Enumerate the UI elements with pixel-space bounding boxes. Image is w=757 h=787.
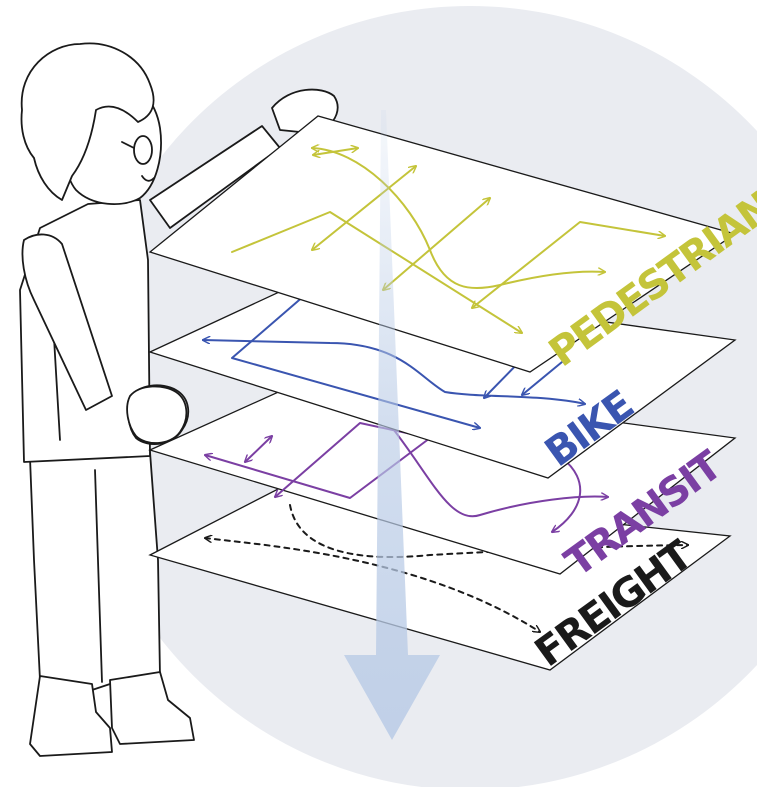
person-figure xyxy=(19,42,339,757)
person-hand xyxy=(126,385,188,444)
transit-route-3 xyxy=(389,424,608,518)
bike-route-1 xyxy=(202,340,585,404)
freight-route-2 xyxy=(289,504,689,559)
transit-route-2 xyxy=(245,436,272,462)
downward-arrow xyxy=(344,110,440,740)
bike-route-4 xyxy=(522,361,563,395)
pedestrian-route-6 xyxy=(472,221,665,308)
pedestrian-route-5 xyxy=(313,148,358,155)
transit-route-4 xyxy=(552,457,582,532)
freight-route-1 xyxy=(205,538,540,632)
